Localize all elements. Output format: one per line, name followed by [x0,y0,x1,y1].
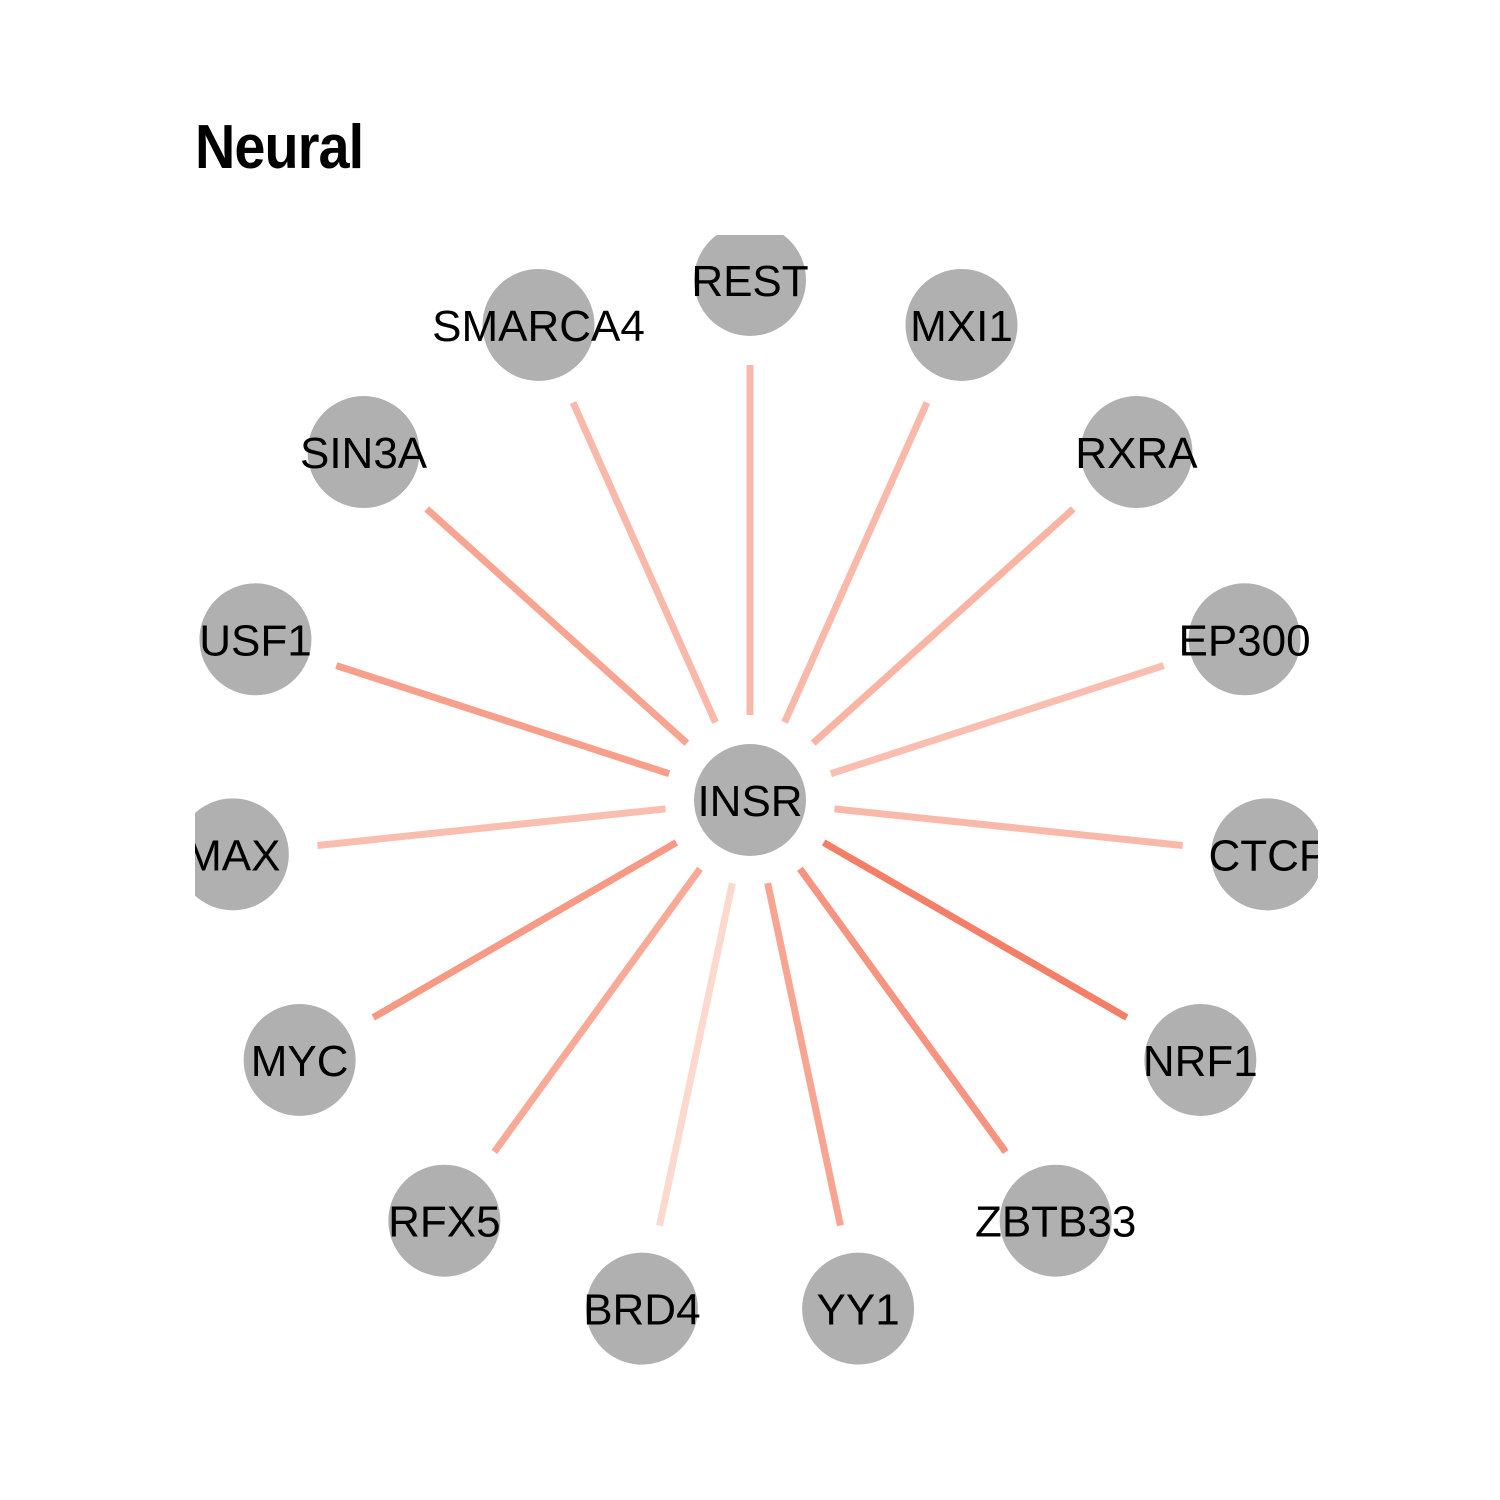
node-yy1: YY1 [802,1252,915,1365]
edge-insr-nrf1 [821,839,1129,1021]
node-circle [482,268,595,381]
node-sin3a: SIN3A [300,396,428,509]
node-label: CTCF [1208,831,1325,880]
node-circle [1144,1004,1257,1116]
edge-insr-sin3a [424,506,690,746]
diagram-title: Neural [195,113,364,182]
edge-insr-usf1 [335,662,671,778]
node-label: MXI1 [910,302,1013,351]
edge-insr-yy1 [764,882,844,1227]
node-label: REST [691,257,808,306]
node-ctcf: CTCF [1208,798,1325,911]
node-circle [1080,396,1193,509]
node-circle [905,268,1018,381]
node-circle [1188,583,1301,696]
node-circle [802,1252,915,1365]
node-zbtb33: ZBTB33 [975,1164,1136,1277]
node-label: USF1 [199,616,311,665]
edge-insr-smarca4 [569,401,719,724]
node-rest: REST [691,235,809,336]
node-label: EP300 [1178,616,1310,665]
edge-layer [317,365,1183,1227]
edge-insr-zbtb33 [797,866,1009,1154]
node-circle [243,1004,356,1116]
node-rxra: RXRA [1075,396,1198,509]
edge-insr-brd4 [656,882,736,1227]
node-label: ZBTB33 [975,1198,1136,1247]
node-circle [307,396,420,509]
node-mxi1: MXI1 [905,268,1018,381]
node-rfx5: RFX5 [388,1164,501,1277]
edge-insr-rfx5 [491,866,703,1154]
node-label: RFX5 [388,1198,500,1247]
edge-insr-ep300 [829,662,1165,778]
node-circle [999,1164,1112,1277]
node-insr: INSR [694,744,806,856]
node-smarca4: SMARCA4 [432,268,645,381]
edge-insr-ctcf [834,805,1183,849]
node-label: YY1 [817,1286,900,1335]
node-label: NRF1 [1143,1037,1258,1086]
node-myc: MYC [243,1004,356,1116]
edge-insr-myc [371,839,679,1021]
node-circle [388,1164,501,1277]
edge-insr-rxra [810,506,1076,746]
node-max: MAX [185,798,289,911]
node-circle [1211,798,1318,911]
node-label: INSR [697,777,802,826]
edge-insr-max [317,805,666,849]
node-label: RXRA [1075,429,1198,478]
node-circle [199,583,312,696]
edge-insr-mxi1 [781,401,931,724]
node-nrf1: NRF1 [1143,1004,1258,1116]
node-usf1: USF1 [199,583,312,696]
node-label: SIN3A [300,429,428,478]
node-ep300: EP300 [1178,583,1311,696]
node-circle [694,744,806,856]
node-label: BRD4 [583,1286,700,1335]
node-circle [694,235,806,336]
node-label: SMARCA4 [432,302,645,351]
node-circle [195,798,289,911]
node-circle [585,1252,698,1365]
node-label: MYC [251,1037,349,1086]
node-label: MAX [185,831,280,880]
node-brd4: BRD4 [583,1252,701,1365]
